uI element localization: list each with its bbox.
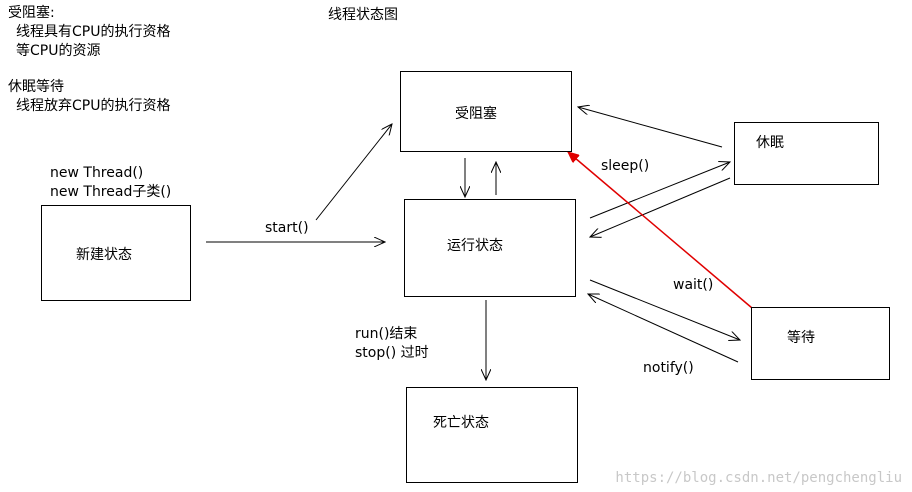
note-blocked-line2: 等CPU的资源 xyxy=(16,43,101,59)
arrow-waiting-to-blocked xyxy=(568,152,753,309)
transition-label-stop: stop() 过时 xyxy=(355,345,429,361)
note-blocked-line1: 线程具有CPU的执行资格 xyxy=(16,24,171,40)
state-sleeping: 休眠 xyxy=(734,122,879,185)
arrow-sleep-to-blocked xyxy=(578,107,723,148)
transition-label-start: start() xyxy=(265,220,309,236)
arrow-waiting-to-running xyxy=(588,294,739,363)
state-running-label: 运行状态 xyxy=(447,238,503,254)
state-dead-label: 死亡状态 xyxy=(433,415,489,431)
arrow-to-blocked xyxy=(315,124,392,221)
state-blocked: 受阻塞 xyxy=(400,71,572,152)
state-blocked-label: 受阻塞 xyxy=(455,106,497,122)
state-dead: 死亡状态 xyxy=(406,387,578,483)
note-blocked-heading: 受阻塞: xyxy=(8,5,55,21)
watermark-url: https://blog.csdn.net/pengchengliu xyxy=(615,470,902,486)
note-sleep-heading: 休眠等待 xyxy=(8,79,64,95)
transition-label-run-end: run()结束 xyxy=(355,326,418,342)
transition-label-sleep: sleep() xyxy=(601,158,650,174)
note-sleep-line1: 线程放弃CPU的执行资格 xyxy=(16,98,171,114)
creation-label-subclass: new Thread子类() xyxy=(50,184,172,200)
state-waiting-label: 等待 xyxy=(787,330,815,346)
arrow-running-to-waiting xyxy=(589,279,740,340)
transition-label-wait: wait() xyxy=(673,277,714,293)
state-sleeping-label: 休眠 xyxy=(756,135,784,151)
transition-label-notify: notify() xyxy=(643,360,694,376)
state-new-label: 新建状态 xyxy=(76,247,132,263)
arrow-sleeping-to-running xyxy=(590,177,731,237)
state-new: 新建状态 xyxy=(41,205,191,301)
creation-label-thread: new Thread() xyxy=(50,165,144,181)
state-waiting: 等待 xyxy=(751,307,890,380)
arrow-running-to-sleeping xyxy=(589,162,730,219)
state-running: 运行状态 xyxy=(404,199,576,297)
diagram-title: 线程状态图 xyxy=(328,7,398,23)
